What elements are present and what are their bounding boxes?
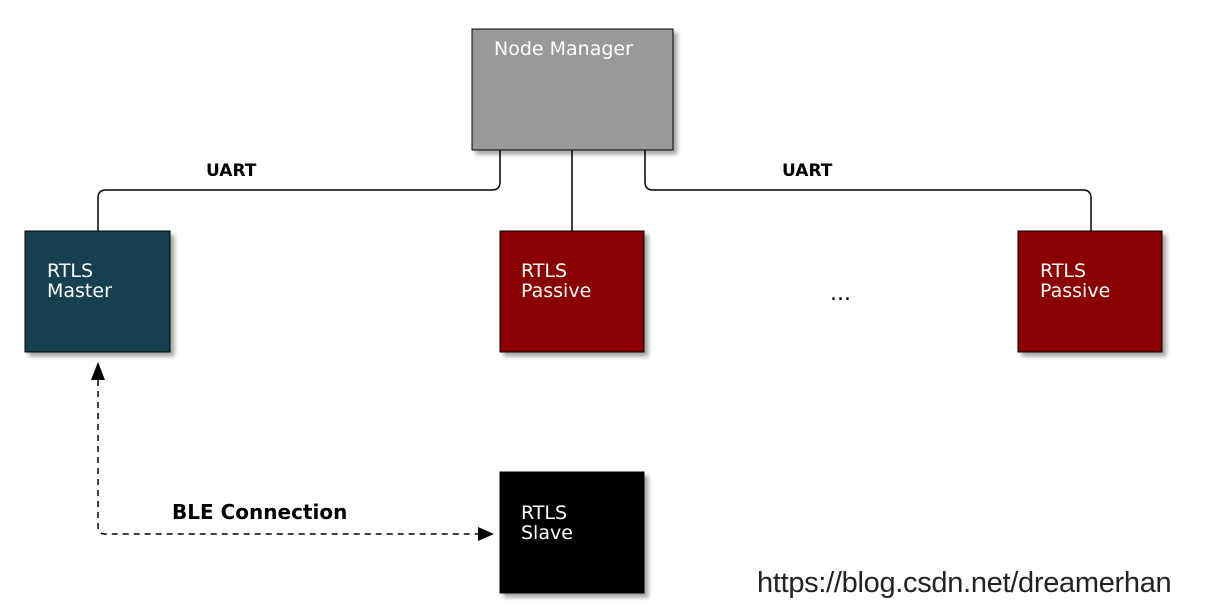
- rtls-passive-2-label-line1: RTLS: [1040, 260, 1086, 282]
- uart-connector-left: [97, 150, 501, 232]
- rtls-passive-rect-1: [499, 230, 645, 353]
- rtls-master-label-line2: Master: [47, 280, 112, 302]
- rtls-passive-box-2[interactable]: RTLS Passive: [1017, 230, 1163, 353]
- rtls-slave-box[interactable]: RTLS Slave: [499, 471, 645, 594]
- rtls-passive-rect-2: [1017, 230, 1163, 353]
- rtls-passive-1-label-line2: Passive: [521, 280, 591, 302]
- ble-arrowhead-right-icon: [478, 527, 494, 541]
- rtls-slave-label-line1: RTLS: [521, 502, 567, 524]
- ble-arrowhead-up-icon: [91, 362, 105, 380]
- node-manager-rect: [471, 28, 674, 151]
- rtls-passive-box-1[interactable]: RTLS Passive: [499, 230, 645, 353]
- rtls-slave-rect: [499, 471, 645, 594]
- ble-connection-line: [97, 380, 482, 535]
- uart-right-label: UART: [782, 161, 833, 181]
- node-manager-box[interactable]: Node Manager: [471, 28, 674, 151]
- ellipsis-text: ...: [830, 281, 851, 306]
- ble-connection-label: BLE Connection: [172, 500, 347, 524]
- node-manager-label: Node Manager: [494, 38, 633, 60]
- uart-connector-right: [644, 150, 1092, 232]
- rtls-master-rect: [24, 230, 171, 353]
- rtls-master-label-line1: RTLS: [47, 260, 93, 282]
- uart-left-label: UART: [206, 161, 257, 181]
- rtls-master-box[interactable]: RTLS Master: [24, 230, 171, 353]
- rtls-passive-1-label-line1: RTLS: [521, 260, 567, 282]
- rtls-slave-label-line2: Slave: [521, 522, 573, 544]
- watermark-url: https://blog.csdn.net/dreamerhan: [757, 567, 1172, 599]
- rtls-passive-2-label-line2: Passive: [1040, 280, 1110, 302]
